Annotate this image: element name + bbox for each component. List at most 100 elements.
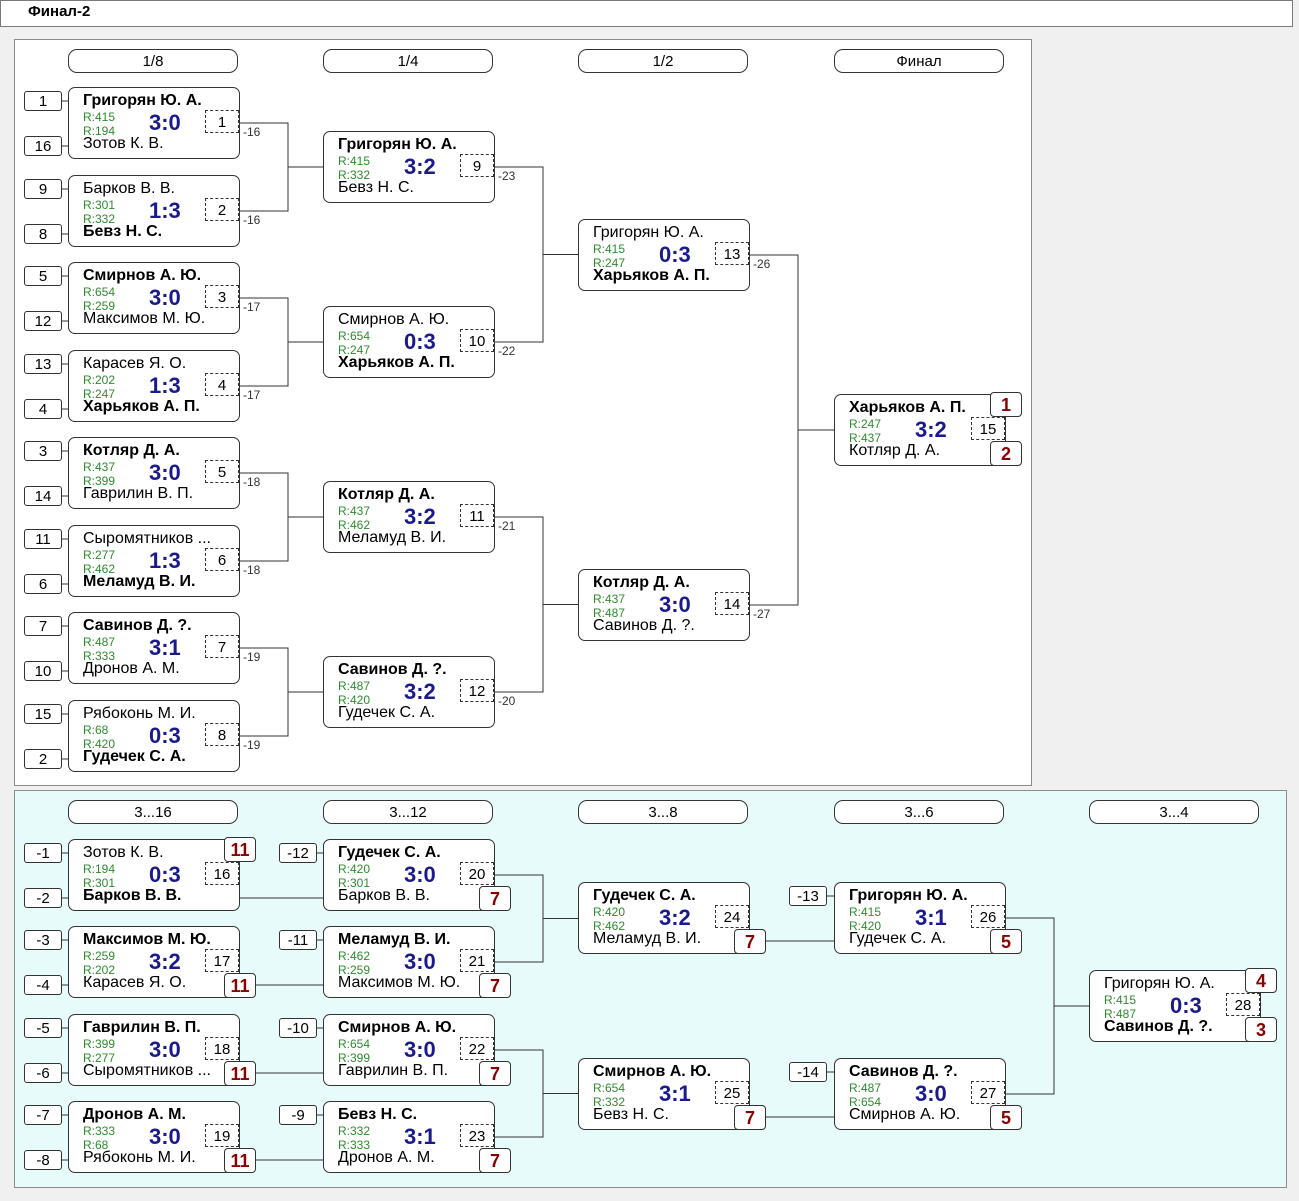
player-top-rating: R:462	[338, 949, 371, 963]
loser-destination: -21	[498, 519, 516, 533]
player-bottom-rating: R:332	[83, 212, 116, 226]
place-badge: 11	[224, 1148, 256, 1173]
match-score: 0:3	[149, 862, 181, 887]
seed-box: 16	[24, 136, 62, 156]
place-badge: 11	[224, 973, 256, 998]
loser-destination: -26	[753, 257, 771, 271]
player-top-rating: R:415	[849, 905, 882, 919]
match-score: 3:2	[659, 905, 691, 930]
seed-box: 14	[24, 486, 62, 506]
player-bottom-rating: R:399	[338, 1051, 371, 1065]
player-bottom-name: Дронов А. М.	[338, 1149, 435, 1166]
loser-destination: -18	[243, 475, 261, 489]
seed-box: 9	[24, 179, 62, 199]
match-number: 24	[715, 905, 749, 928]
round-header: 1/2	[578, 49, 748, 73]
match-score: 3:0	[149, 460, 181, 485]
player-top-rating: R:259	[83, 949, 116, 963]
match-number: 10	[460, 329, 494, 352]
player-top-name: Гудечек С. А.	[593, 887, 696, 904]
round-header: 3...8	[578, 800, 748, 824]
player-bottom-name: Харьяков А. П.	[83, 398, 200, 415]
seed-box: 3	[24, 441, 62, 461]
round-header: Финал	[834, 49, 1004, 73]
player-top-name: Зотов К. В.	[83, 844, 164, 861]
seed-box: -8	[24, 1150, 62, 1170]
player-bottom-rating: R:462	[593, 919, 626, 933]
player-bottom-name: Максимов М. Ю.	[338, 974, 461, 991]
match-score: 3:0	[149, 1037, 181, 1062]
player-bottom-name: Рябоконь М. И.	[83, 1149, 196, 1166]
match-number: 26	[971, 905, 1005, 928]
match-number: 12	[460, 679, 494, 702]
seed-box: -12	[279, 843, 317, 863]
player-bottom-name: Гудечек С. А.	[83, 748, 186, 765]
player-bottom-name: Карасев Я. О.	[83, 974, 187, 991]
player-bottom-name: Бевз Н. С.	[593, 1106, 669, 1123]
seed-box: 15	[24, 704, 62, 724]
player-bottom-rating: R:420	[338, 693, 371, 707]
player-top-rating: R:332	[338, 1124, 371, 1138]
match-number: 25	[715, 1081, 749, 1104]
player-bottom-name: Савинов Д. ?.	[1104, 1018, 1213, 1035]
match-number: 27	[971, 1081, 1005, 1104]
player-top-name: Рябоконь М. И.	[83, 705, 196, 722]
player-top-name: Смирнов А. Ю.	[83, 267, 202, 284]
place-badge: 11	[224, 837, 256, 862]
connector-line	[750, 254, 799, 606]
match-score: 3:1	[659, 1081, 691, 1106]
player-bottom-name: Зотов К. В.	[83, 135, 164, 152]
player-bottom-name: Харьяков А. П.	[593, 267, 710, 284]
match-score: 3:0	[149, 110, 181, 135]
player-bottom-name: Барков В. В.	[338, 887, 430, 904]
match-number: 22	[460, 1037, 494, 1060]
player-top-name: Григорян Ю. А.	[1104, 975, 1215, 992]
player-top-rating: R:437	[83, 460, 116, 474]
player-bottom-name: Меламуд В. И.	[83, 573, 196, 590]
match-number: 8	[205, 723, 239, 746]
seed-box: 10	[24, 661, 62, 681]
seed-box: 4	[24, 399, 62, 419]
player-bottom-name: Харьяков А. П.	[338, 354, 455, 371]
seed-box: -13	[789, 886, 827, 906]
match-score: 3:0	[659, 592, 691, 617]
player-bottom-rating: R:259	[338, 963, 371, 977]
match-number: 13	[715, 242, 749, 265]
match-score: 3:2	[404, 679, 436, 704]
round-header: 1/4	[323, 49, 493, 73]
player-bottom-rating: R:68	[83, 1138, 109, 1152]
player-top-rating: R:420	[593, 905, 626, 919]
player-top-name: Смирнов А. Ю.	[338, 1019, 457, 1036]
place-badge: 1	[990, 392, 1022, 417]
player-bottom-rating: R:247	[338, 343, 371, 357]
player-top-name: Сыромятников ...	[83, 530, 211, 547]
